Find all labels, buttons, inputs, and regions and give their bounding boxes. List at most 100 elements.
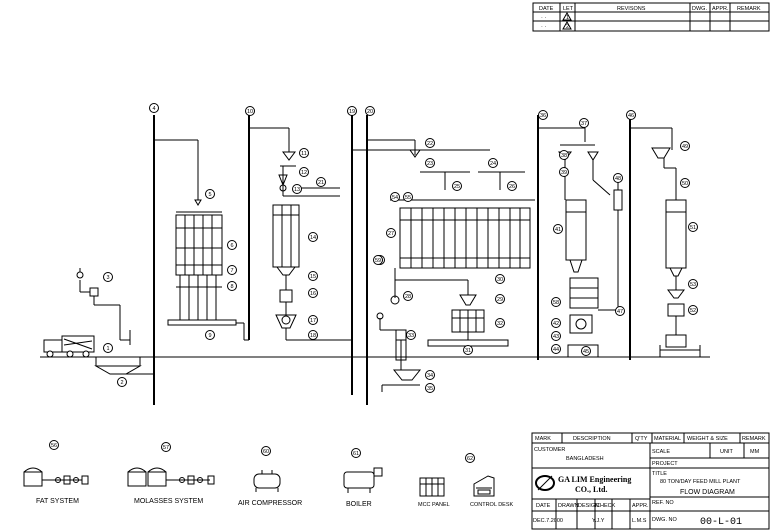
tag-label-57: 57 xyxy=(163,445,169,451)
tag-circle-21 xyxy=(316,177,326,187)
control-desk-label: CONTROL DESK xyxy=(470,502,514,508)
truck-wheel-icon xyxy=(66,350,74,358)
tag-label-34: 34 xyxy=(427,373,433,379)
boiler: BOILER xyxy=(343,467,383,508)
collecting-conveyor xyxy=(167,319,237,326)
tag-label-15: 15 xyxy=(310,274,316,280)
tag-label-25: 25 xyxy=(454,184,460,190)
tag-circle-52 xyxy=(688,305,698,315)
tag-circle-58 xyxy=(551,297,561,307)
title-block: MARK DESCRIPTION Q'TY MATERIAL WEIGHT & … xyxy=(531,432,770,530)
tag-circle-37 xyxy=(579,118,589,128)
tag-circle-56 xyxy=(49,440,59,450)
conditioner-bin xyxy=(565,199,587,261)
rev-row1-date: · · xyxy=(541,15,546,21)
control-desk: CONTROL DESK xyxy=(470,475,514,508)
tag-circle-50 xyxy=(680,178,690,188)
cyclone-icon xyxy=(76,271,84,279)
rev-let-header: LET xyxy=(563,6,574,12)
hopper-icon xyxy=(282,151,296,161)
tag-circle-2 xyxy=(117,377,127,387)
tag-circle-38 xyxy=(559,150,569,160)
mcc-panel: MCC PANEL xyxy=(418,477,450,508)
elevator-columns xyxy=(153,115,631,405)
tag-circle-57 xyxy=(161,442,171,452)
tag-circle-6 xyxy=(227,240,237,250)
tb-unit: MM xyxy=(750,449,760,455)
fat-system: FAT SYSTEM xyxy=(23,467,89,505)
tb-check-label: CHECK xyxy=(596,503,616,509)
tag-label-9: 9 xyxy=(208,333,211,339)
revision-table: DATE LET REVISONS DWG. APPR. REMARK · · … xyxy=(532,2,770,32)
tb-remark: REMARK xyxy=(742,436,766,442)
tag-circle-11 xyxy=(299,148,309,158)
tag-circle-19 xyxy=(347,106,357,116)
tag-label-8: 8 xyxy=(230,284,233,290)
tag-label-52: 52 xyxy=(690,308,696,314)
tag-circle-48 xyxy=(613,173,623,183)
tag-circle-59 xyxy=(373,255,383,265)
tb-drawn-label: DRAWN xyxy=(558,503,579,509)
tag-label-12: 12 xyxy=(301,170,307,176)
fat-system-label: FAT SYSTEM xyxy=(36,498,79,505)
pellet-bin-section xyxy=(352,139,535,392)
tag-label-58: 58 xyxy=(553,300,559,306)
batching-bins xyxy=(272,204,300,268)
tag-label-62: 62 xyxy=(467,456,473,462)
rev-row2-let: 2 xyxy=(566,24,569,30)
tb-approver: L.M.S xyxy=(632,518,647,524)
tag-circle-27 xyxy=(386,228,396,238)
tag-circle-7 xyxy=(227,265,237,275)
tag-circle-13 xyxy=(292,184,302,194)
truck-wheel-icon xyxy=(46,350,54,358)
tag-label-31: 31 xyxy=(465,348,471,354)
tag-circle-36 xyxy=(538,110,548,120)
tag-label-35: 35 xyxy=(427,386,433,392)
mixer xyxy=(275,314,297,329)
tag-circle-33 xyxy=(406,330,416,340)
tb-dwg-no: 00-L-01 xyxy=(700,517,742,528)
boiler-label: BOILER xyxy=(346,501,372,508)
tb-customer-label: CUSTOMER xyxy=(534,447,565,453)
tag-label-21: 21 xyxy=(318,180,324,186)
tag-label-42: 42 xyxy=(553,321,559,327)
rev-revisions-header: REVISONS xyxy=(617,6,646,12)
tag-label-11: 11 xyxy=(301,151,307,157)
rev-dwg-header: DWG. xyxy=(692,6,707,12)
tag-circle-45 xyxy=(581,346,591,356)
tag-circle-30 xyxy=(495,274,505,284)
tag-circle-10 xyxy=(245,106,255,116)
tag-circle-46 xyxy=(626,110,636,120)
rev-row1-let: 1 xyxy=(566,15,569,21)
tag-circle-49 xyxy=(680,141,690,151)
tb-company-line1: GA LIM Engineering xyxy=(558,475,631,484)
tag-circle-15 xyxy=(308,271,318,281)
tb-date: DEC.7.2000 xyxy=(533,518,563,524)
tag-circle-20 xyxy=(365,106,375,116)
tag-circle-9 xyxy=(205,330,215,340)
tag-circle-51 xyxy=(688,222,698,232)
tb-description: DESCRIPTION xyxy=(573,436,611,442)
tag-circle-22 xyxy=(425,138,435,148)
cyclone-icon xyxy=(651,147,671,159)
rev-appr-header: APPR. xyxy=(712,6,729,12)
tag-label-46: 46 xyxy=(628,113,634,119)
tag-circle-17 xyxy=(308,315,318,325)
tag-label-61: 61 xyxy=(353,451,359,457)
tag-circle-8 xyxy=(227,281,237,291)
intake-pit xyxy=(94,365,142,375)
tb-title-label: TITLE xyxy=(652,471,667,477)
tag-label-20: 20 xyxy=(367,109,373,115)
tag-circle-39 xyxy=(559,167,569,177)
tag-circle-14 xyxy=(308,232,318,242)
tb-date-label: DATE xyxy=(536,503,551,509)
intake-section xyxy=(43,268,154,375)
tag-circle-23 xyxy=(425,158,435,168)
tag-label-27: 27 xyxy=(388,231,394,237)
tb-designer: Y.J.Y xyxy=(592,518,605,524)
mcc-panel-label: MCC PANEL xyxy=(418,502,450,508)
tag-label-18: 18 xyxy=(310,333,316,339)
final-section xyxy=(630,127,701,357)
rev-row2-date: · · xyxy=(541,24,546,30)
tb-company-line2: CO., Ltd. xyxy=(575,485,607,494)
